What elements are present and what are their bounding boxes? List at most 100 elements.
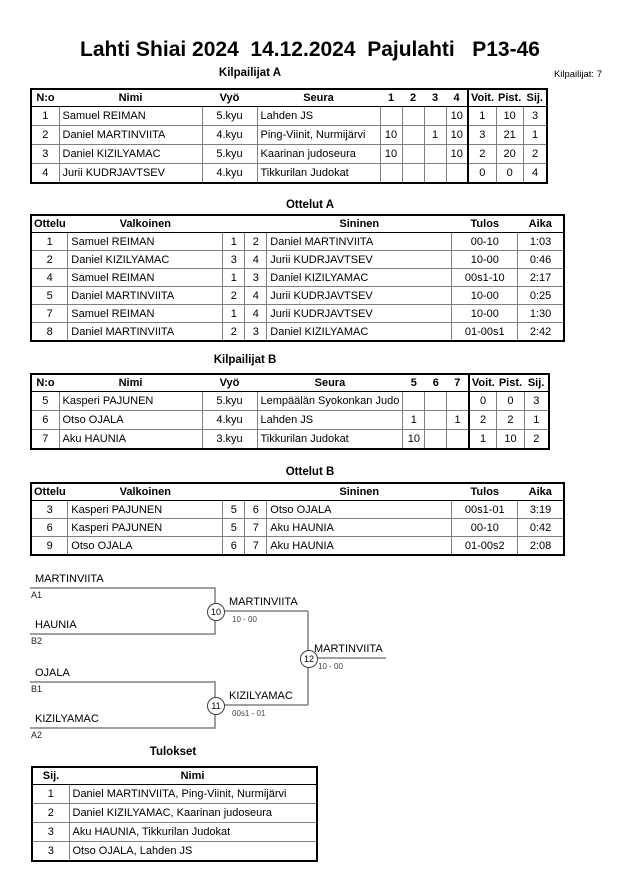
cell-match-no: 7	[30, 304, 69, 323]
page-title: Lahti Shiai 2024 14.12.2024 Pajulahti P1…	[80, 38, 540, 61]
match-row: 1 Samuel REIMAN 1 2 Daniel MARTINVIITA 0…	[30, 232, 565, 251]
cell-score-4	[445, 163, 469, 184]
cell-score-7: 1	[446, 410, 470, 430]
cell-points: 10	[495, 106, 524, 126]
cell-name: Samuel REIMAN	[58, 106, 203, 126]
competitor-row: 3 Daniel KIZILYAMAC 5.kyu Kaarinan judos…	[30, 144, 548, 164]
col-opp-3: 3	[424, 89, 446, 107]
cell-match-no: 6	[30, 518, 69, 537]
match-row: 6 Kasperi PAJUNEN 5 7 Aku HAUNIA 00-10 0…	[30, 518, 565, 537]
result-row: 2 Daniel KIZILYAMAC, Kaarinan judoseura	[31, 803, 318, 823]
cell-no: 5	[30, 391, 60, 411]
cell-place: 2	[523, 429, 550, 450]
pool-a-table: N:o Nimi Vyö Seura 1 2 3 4 Voit. Pist. S…	[30, 88, 549, 184]
competitor-row: 2 Daniel MARTINVIITA 4.kyu Ping-Viinit, …	[30, 125, 548, 145]
cell-result: 10-00	[451, 286, 519, 305]
cell-time: 2:17	[517, 268, 565, 287]
col-blue: Sininen	[266, 215, 452, 233]
cell-score-2	[401, 125, 425, 145]
competitor-row: 7 Aku HAUNIA 3.kyu Tikkurilan Judokat 10…	[30, 429, 550, 450]
bracket-player-b1: OJALA	[35, 667, 70, 679]
col-time: Aika	[517, 215, 564, 233]
cell-score-6	[424, 391, 448, 411]
cell-blue-no: 3	[244, 322, 268, 342]
col-place: Sij.	[32, 767, 69, 785]
cell-blue-no: 7	[244, 518, 268, 537]
bracket-winner-12: MARTINVIITA	[314, 643, 383, 655]
cell-result: 01-00s1	[451, 322, 519, 342]
cell-blue-name: Jurii KUDRJAVTSEV	[266, 304, 453, 323]
cell-belt: 4.kyu	[201, 125, 258, 145]
cell-points: 2	[496, 410, 525, 430]
col-match: Ottelu	[31, 215, 68, 233]
cell-score-3	[423, 106, 447, 126]
bracket-player-a2: KIZILYAMAC	[35, 713, 99, 725]
col-white-no	[222, 483, 245, 501]
cell-time: 1:03	[517, 232, 565, 251]
cell-white-name: Otso OJALA	[67, 536, 224, 556]
cell-score-2	[401, 144, 425, 164]
competitor-row: 6 Otso OJALA 4.kyu Lahden JS 1 1 2 2 1	[30, 410, 550, 430]
bracket-player-b2: HAUNIA	[35, 619, 77, 631]
cell-wins: 2	[467, 410, 498, 430]
cell-score-4: 10	[445, 125, 469, 145]
cell-wins: 1	[467, 429, 498, 450]
cell-name: Daniel MARTINVIITA	[58, 125, 203, 145]
col-name: Nimi	[69, 767, 317, 785]
cell-no: 2	[30, 125, 60, 145]
cell-wins: 0	[467, 391, 498, 411]
cell-wins: 2	[466, 144, 497, 164]
cell-score-4: 10	[445, 144, 469, 164]
cell-match-no: 4	[30, 268, 69, 287]
cell-club: Lahden JS	[256, 410, 404, 430]
col-opp-4: 4	[446, 89, 468, 107]
cell-result: 10-00	[451, 250, 519, 269]
result-row: 3 Otso OJALA, Lahden JS	[31, 841, 318, 862]
col-points: Pist.	[496, 374, 525, 392]
cell-result: 01-00s2	[451, 536, 519, 556]
cell-blue-name: Daniel MARTINVIITA	[266, 232, 453, 251]
cell-club: Tikkurilan Judokat	[256, 163, 381, 184]
cell-white-name: Daniel MARTINVIITA	[67, 286, 224, 305]
cell-blue-no: 4	[244, 304, 268, 323]
col-result: Tulos	[451, 215, 518, 233]
col-time: Aika	[517, 483, 564, 501]
matches-b-heading: Ottelut B	[285, 466, 335, 478]
cell-blue-no: 2	[244, 232, 268, 251]
cell-belt: 5.kyu	[201, 144, 258, 164]
cell-match-no: 2	[30, 250, 69, 269]
cell-points: 0	[495, 163, 524, 184]
cell-points: 21	[495, 125, 524, 145]
cell-club: Ping-Viinit, Nurmijärvi	[256, 125, 381, 145]
pool-b-heading: Kilpailijat B	[213, 354, 277, 366]
col-club: Seura	[257, 374, 403, 392]
bracket-seed-b2: B2	[31, 636, 43, 646]
bracket-seed-a2: A2	[31, 730, 43, 740]
cell-blue-no: 4	[244, 250, 268, 269]
cell-club: Lempäälän Syokonkan Judo	[256, 391, 404, 411]
matches-a-heading: Ottelut A	[285, 199, 335, 211]
cell-result: 00s1-10	[451, 268, 519, 287]
col-opp-2: 2	[402, 89, 424, 107]
result-row: 1 Daniel MARTINVIITA, Ping-Viinit, Nurmi…	[31, 784, 318, 804]
col-white: Valkoinen	[67, 215, 223, 233]
cell-score-1: 10	[379, 144, 403, 164]
cell-blue-name: Aku HAUNIA	[266, 536, 453, 556]
cell-result: 10-00	[451, 304, 519, 323]
bracket-seed-a1: A1	[31, 590, 43, 600]
cell-belt: 4.kyu	[201, 410, 258, 430]
bracket-seed-b1: B1	[31, 684, 43, 694]
pool-a-heading: Kilpailijat A	[218, 67, 282, 79]
bracket-winner-11: KIZILYAMAC	[229, 690, 293, 702]
col-wins: Voit.	[467, 374, 497, 392]
cell-place: 1	[522, 125, 548, 145]
result-row: 3 Aku HAUNIA, Tikkurilan Judokat	[31, 822, 318, 842]
cell-belt: 3.kyu	[201, 429, 258, 450]
cell-white-no: 5	[222, 500, 246, 519]
match-row: 7 Samuel REIMAN 1 4 Jurii KUDRJAVTSEV 10…	[30, 304, 565, 323]
results-table: Sij. Nimi 1 Daniel MARTINVIITA, Ping-Vii…	[31, 766, 318, 862]
matches-b-body: 3 Kasperi PAJUNEN 5 6 Otso OJALA 00s1-01…	[30, 500, 565, 556]
cell-score-1: 10	[379, 125, 403, 145]
col-belt: Vyö	[202, 89, 257, 107]
